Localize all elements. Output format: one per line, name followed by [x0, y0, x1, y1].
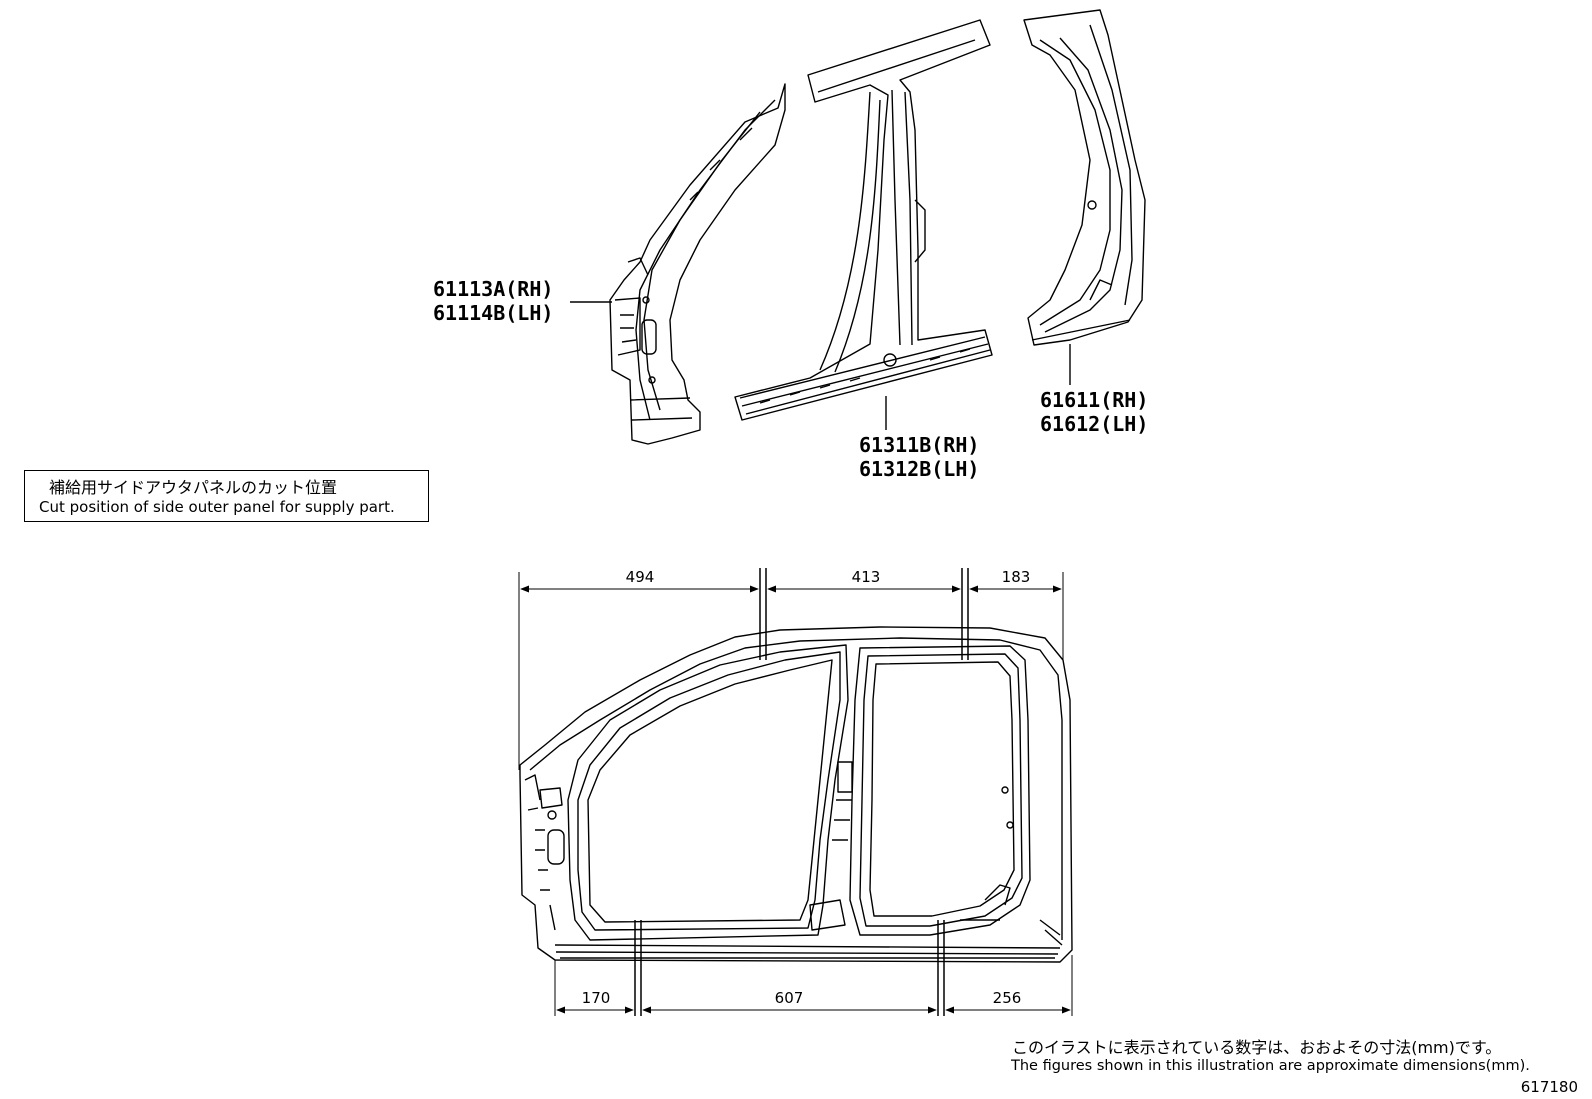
a-pillar-part-label: 61113A(RH) 61114B(LH): [433, 277, 553, 325]
a-pillar-rh-number: 61113A(RH): [433, 277, 554, 301]
dimension-extension-lines: [518, 572, 1073, 1016]
rear-pillar-lh-number: 61612(LH): [1040, 412, 1149, 436]
cut-position-english-text: Cut position of side outer panel for sup…: [39, 498, 395, 516]
figure-number: 617180: [1520, 1078, 1578, 1096]
cut-position-legend-box: 補給用サイドアウタパネルのカット位置 Cut position of side …: [24, 470, 429, 522]
cut-lines: [634, 568, 969, 1016]
center-panel-part-label: 61311B(RH) 61312B(LH): [859, 433, 979, 481]
center-panel-rh-number: 61311B(RH): [859, 433, 980, 457]
dimension-bottom-2: 607: [774, 989, 804, 1007]
rear-pillar-rh-number: 61611(RH): [1040, 388, 1149, 412]
cut-position-japanese-text: 補給用サイドアウタパネルのカット位置: [49, 478, 338, 497]
a-pillar-lh-number: 61114B(LH): [433, 301, 554, 325]
rear-pillar-part-drawing: [1023, 9, 1146, 346]
a-pillar-part-drawing: [609, 83, 786, 445]
approximate-dimensions-note-english: The figures shown in this illustration a…: [1011, 1058, 1530, 1074]
dimension-top-3: 183: [1001, 568, 1031, 586]
dimension-bottom-3: 256: [992, 989, 1022, 1007]
center-panel-part-drawing: [734, 19, 993, 421]
dimension-top-1: 494: [625, 568, 655, 586]
side-outer-panel-drawing: [519, 626, 1073, 963]
rear-pillar-part-label: 61611(RH) 61612(LH): [1040, 388, 1148, 436]
dimension-bottom-1: 170: [581, 989, 611, 1007]
dimension-top-2: 413: [851, 568, 881, 586]
dimension-arrows: [520, 585, 1071, 1014]
center-panel-lh-number: 61312B(LH): [859, 457, 980, 481]
approximate-dimensions-note-japanese: このイラストに表示されている数字は、おおよその寸法(mm)です。: [1012, 1038, 1502, 1057]
